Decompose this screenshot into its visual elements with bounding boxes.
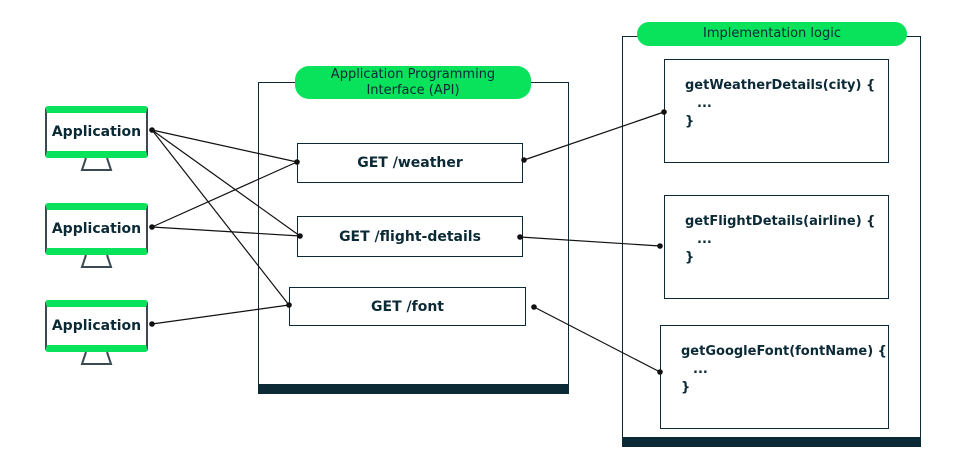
connector	[151, 304, 290, 325]
connector-dot	[517, 234, 523, 240]
application-3: Application	[45, 300, 148, 352]
connector	[151, 129, 301, 237]
connector-dot	[297, 233, 303, 239]
api-title-line2: Interface (API)	[366, 82, 460, 98]
api-title-line1: Application Programming	[330, 66, 496, 82]
endpoint-flight-details: GET /flight-details	[297, 216, 523, 257]
monitor-stand-icon	[80, 157, 113, 171]
endpoint-weather: GET /weather	[297, 143, 523, 183]
connector-dot	[657, 243, 663, 249]
function-body: ...	[697, 232, 712, 247]
connector	[151, 161, 298, 228]
function-body: ...	[693, 362, 708, 377]
function-close: }	[685, 114, 695, 129]
connector-dot	[149, 127, 155, 133]
monitor-stand-icon	[80, 351, 113, 365]
endpoint-font: GET /font	[289, 287, 526, 326]
connector	[151, 129, 298, 163]
connector-dot	[294, 159, 300, 165]
function-flight: getFlightDetails(airline) {...}	[664, 195, 889, 299]
connector	[523, 111, 665, 161]
connector	[151, 129, 290, 306]
connector-dot	[286, 302, 292, 308]
connector-dot	[657, 369, 663, 375]
application-1: Application	[45, 106, 148, 158]
connector-dot	[661, 109, 667, 115]
function-weather: getWeatherDetails(city) {...}	[664, 59, 889, 163]
connector-dot	[149, 321, 155, 327]
connector-dot	[521, 157, 527, 163]
function-close: }	[681, 380, 691, 395]
connector	[533, 306, 661, 373]
implementation-title: Implementation logic	[637, 22, 907, 46]
function-body: ...	[697, 96, 712, 111]
monitor-stands	[80, 157, 113, 365]
application-2: Application	[45, 203, 148, 255]
function-close: }	[685, 250, 695, 265]
function-font: getGoogleFont(fontName) {...}	[660, 325, 889, 429]
connector	[151, 226, 301, 237]
connector-dot	[149, 224, 155, 230]
function-signature: getFlightDetails(airline) {	[685, 214, 876, 229]
monitor-stand-icon	[80, 254, 113, 268]
connector	[519, 236, 661, 247]
function-signature: getGoogleFont(fontName) {	[681, 344, 887, 359]
connector-dot	[531, 304, 537, 310]
function-signature: getWeatherDetails(city) {	[685, 78, 876, 93]
